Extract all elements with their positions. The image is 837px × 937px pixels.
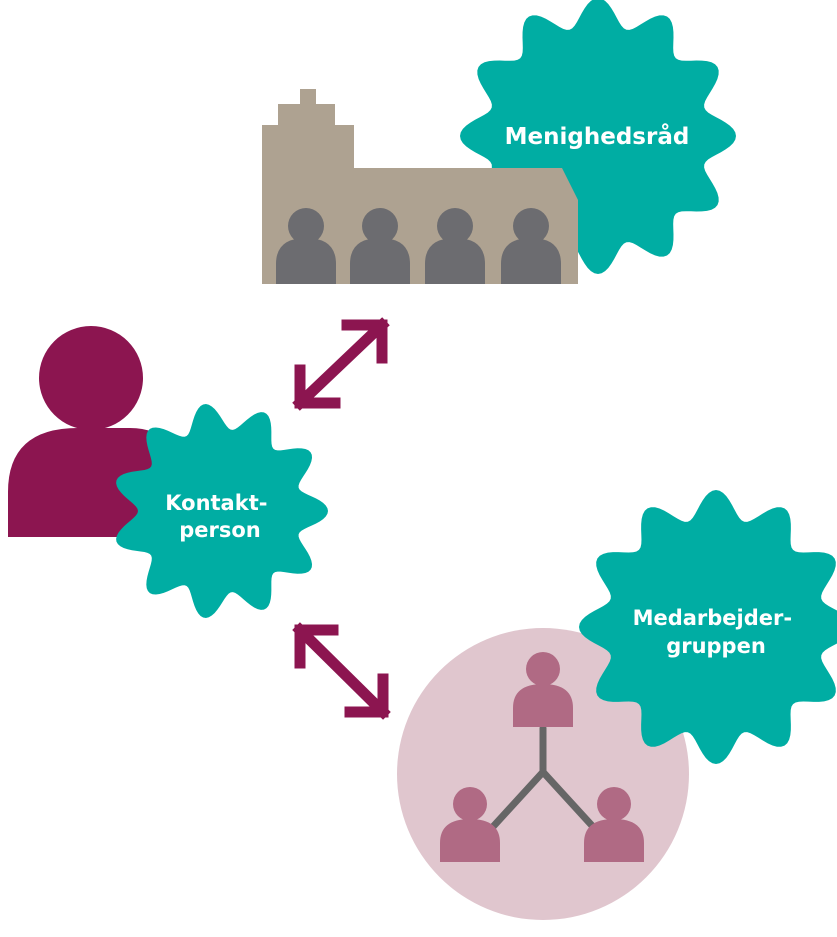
church-person-2 — [350, 208, 410, 284]
church-person-4 — [501, 208, 561, 284]
arrow-church-contact — [292, 317, 390, 411]
medarbejdergruppen-label: Medarbejder- gruppen — [633, 606, 800, 658]
church-icon — [262, 89, 578, 284]
medarbejdergruppen-label-line1: Medarbejder- — [633, 606, 793, 630]
group-person-top — [513, 652, 573, 727]
group-links — [486, 724, 600, 834]
menighedsraad-label: Menighedsråd — [505, 123, 690, 150]
kontaktperson-label-line2: person — [179, 518, 261, 542]
group-network-icon — [440, 652, 644, 862]
group-person-right — [584, 787, 644, 862]
church-people — [276, 208, 561, 284]
group-person-left — [440, 787, 500, 862]
kontaktperson-label: Kontakt- person — [165, 491, 275, 542]
church-person-1 — [276, 208, 336, 284]
kontaktperson-badge — [116, 404, 328, 618]
arrow-contact-group — [292, 622, 391, 720]
medarbejdergruppen-badge — [579, 490, 837, 764]
medarbejdergruppen-label-line2: gruppen — [666, 634, 766, 658]
kontaktperson-label-line1: Kontakt- — [165, 491, 267, 515]
church-building — [262, 89, 578, 284]
contact-person-head — [39, 326, 143, 430]
church-person-3 — [425, 208, 485, 284]
